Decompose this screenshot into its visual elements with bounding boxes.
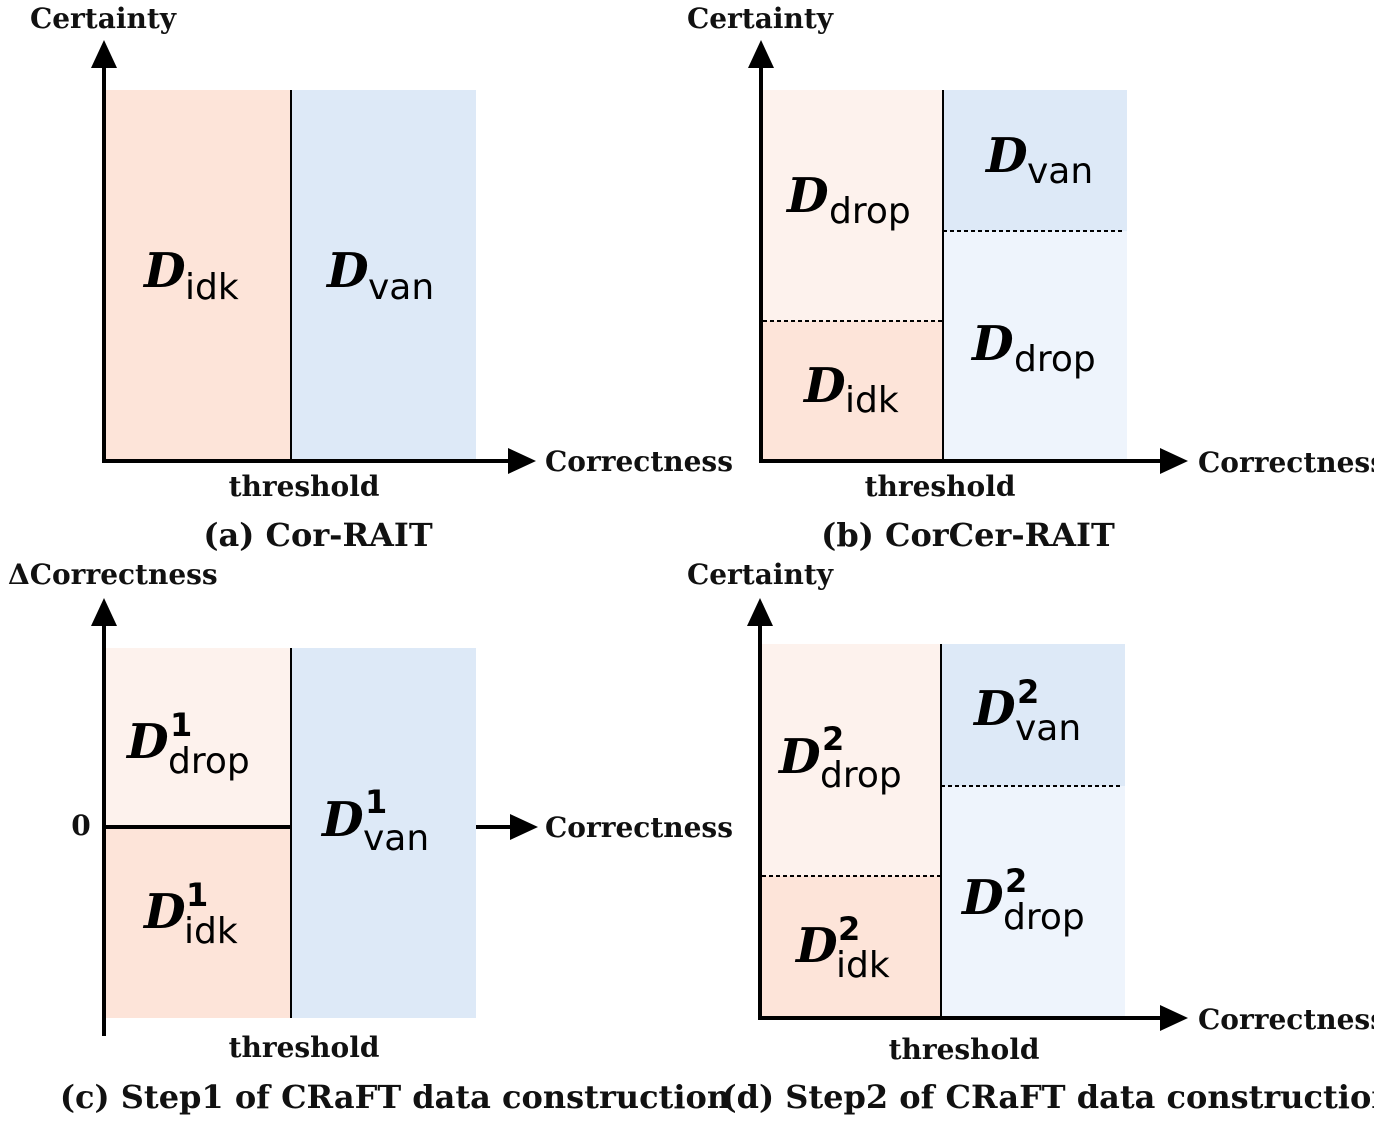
math-base: D: [960, 870, 1004, 926]
region-idk: [763, 321, 943, 461]
threshold-label: threshold: [889, 1033, 1040, 1066]
y-axis-arrowhead: [748, 40, 774, 68]
math-subscript: drop: [168, 741, 250, 782]
math-superscript: 2: [1005, 862, 1027, 900]
label-d1-drop: D 1 drop: [125, 706, 250, 782]
panel-caption: (c) Step1 of CRaFT data construction: [60, 1078, 730, 1116]
y-axis-label: ΔCorrectness: [8, 558, 218, 591]
x-axis-arrowhead: [1160, 448, 1188, 474]
x-axis-arrowhead: [510, 814, 538, 840]
x-axis-arrowhead: [1160, 1005, 1188, 1031]
label-d2-idk: D 2 idk: [794, 910, 890, 986]
math-base: D: [125, 714, 169, 770]
math-base: D: [142, 243, 186, 299]
threshold-label: threshold: [229, 470, 380, 503]
math-subscript: van: [1015, 708, 1081, 749]
threshold-label: threshold: [865, 470, 1016, 503]
label-d-van: D van: [984, 128, 1093, 192]
math-subscript: van: [368, 267, 434, 308]
label-d-van: D van: [325, 243, 434, 308]
label-d1-van: D 1 van: [320, 783, 429, 859]
x-axis-label: Correctness: [545, 811, 733, 844]
region-drop: [106, 648, 291, 827]
math-subscript: idk: [845, 380, 899, 421]
math-superscript: 1: [365, 783, 387, 821]
y-axis-arrowhead: [91, 40, 117, 68]
region-van: [291, 648, 476, 1018]
region-van: [291, 90, 476, 461]
region-drop-left: [763, 90, 943, 321]
panel-caption: (d) Step2 of CRaFT data construction: [721, 1078, 1374, 1116]
y-axis-arrowhead: [747, 598, 773, 626]
math-base: D: [970, 316, 1014, 372]
zero-label: 0: [71, 809, 90, 842]
math-subscript: drop: [820, 755, 902, 796]
math-base: D: [142, 884, 186, 940]
math-subscript: van: [363, 818, 429, 859]
math-base: D: [972, 681, 1016, 737]
math-subscript: drop: [829, 191, 911, 232]
panel-caption: (a) Cor-RAIT: [203, 516, 433, 554]
y-axis-arrowhead: [91, 598, 117, 626]
math-base: D: [785, 168, 829, 224]
label-d-idk: D idk: [142, 243, 239, 308]
math-superscript: 1: [170, 706, 192, 744]
math-superscript: 2: [838, 910, 860, 948]
math-superscript: 1: [186, 876, 208, 914]
math-subscript: van: [1027, 151, 1093, 192]
region-drop-right: [943, 231, 1127, 461]
label-d2-van: D 2 van: [972, 673, 1081, 749]
math-base: D: [802, 358, 846, 414]
label-d2-drop-left: D 2 drop: [777, 720, 902, 796]
region-drop-left: [762, 644, 941, 876]
math-subscript: drop: [1014, 339, 1096, 380]
region-van: [941, 644, 1125, 786]
y-axis-label: Certainty: [687, 2, 834, 35]
panel-a: Certainty Correctness threshold (a) Cor-…: [30, 2, 733, 554]
math-base: D: [984, 128, 1028, 184]
region-idk: [106, 90, 291, 461]
label-d2-drop-right: D 2 drop: [960, 862, 1085, 938]
label-d1-idk: D 1 idk: [142, 876, 238, 952]
region-drop-right: [941, 786, 1125, 1018]
math-superscript: 2: [822, 720, 844, 758]
panel-b: Certainty Correctness threshold (b) CorC…: [687, 2, 1374, 554]
panel-caption: (b) CorCer-RAIT: [821, 516, 1115, 554]
region-idk: [762, 876, 941, 1018]
region-idk: [106, 827, 291, 1018]
math-base: D: [794, 918, 838, 974]
threshold-label: threshold: [229, 1031, 380, 1064]
label-d-idk: D idk: [802, 358, 899, 421]
region-van: [943, 90, 1127, 231]
x-axis-label: Correctness: [545, 445, 733, 478]
math-subscript: idk: [184, 911, 238, 952]
math-subscript: drop: [1003, 897, 1085, 938]
x-axis-arrowhead: [508, 448, 536, 474]
label-d-drop-left: D drop: [785, 168, 911, 232]
math-base: D: [777, 729, 821, 785]
label-d-drop-right: D drop: [970, 316, 1096, 380]
math-subscript: idk: [836, 945, 890, 986]
math-base: D: [325, 243, 369, 299]
panel-c: ΔCorrectness 0 Correctness threshold (c)…: [8, 558, 733, 1116]
y-axis-label: Certainty: [30, 2, 177, 35]
math-base: D: [320, 792, 364, 848]
y-axis-label: Certainty: [687, 558, 834, 591]
math-superscript: 2: [1017, 673, 1039, 711]
panel-d: Certainty Correctness threshold (d) Step…: [687, 558, 1374, 1116]
x-axis-label: Correctness: [1198, 1003, 1374, 1036]
math-subscript: idk: [185, 267, 239, 308]
x-axis-label: Correctness: [1198, 446, 1374, 479]
